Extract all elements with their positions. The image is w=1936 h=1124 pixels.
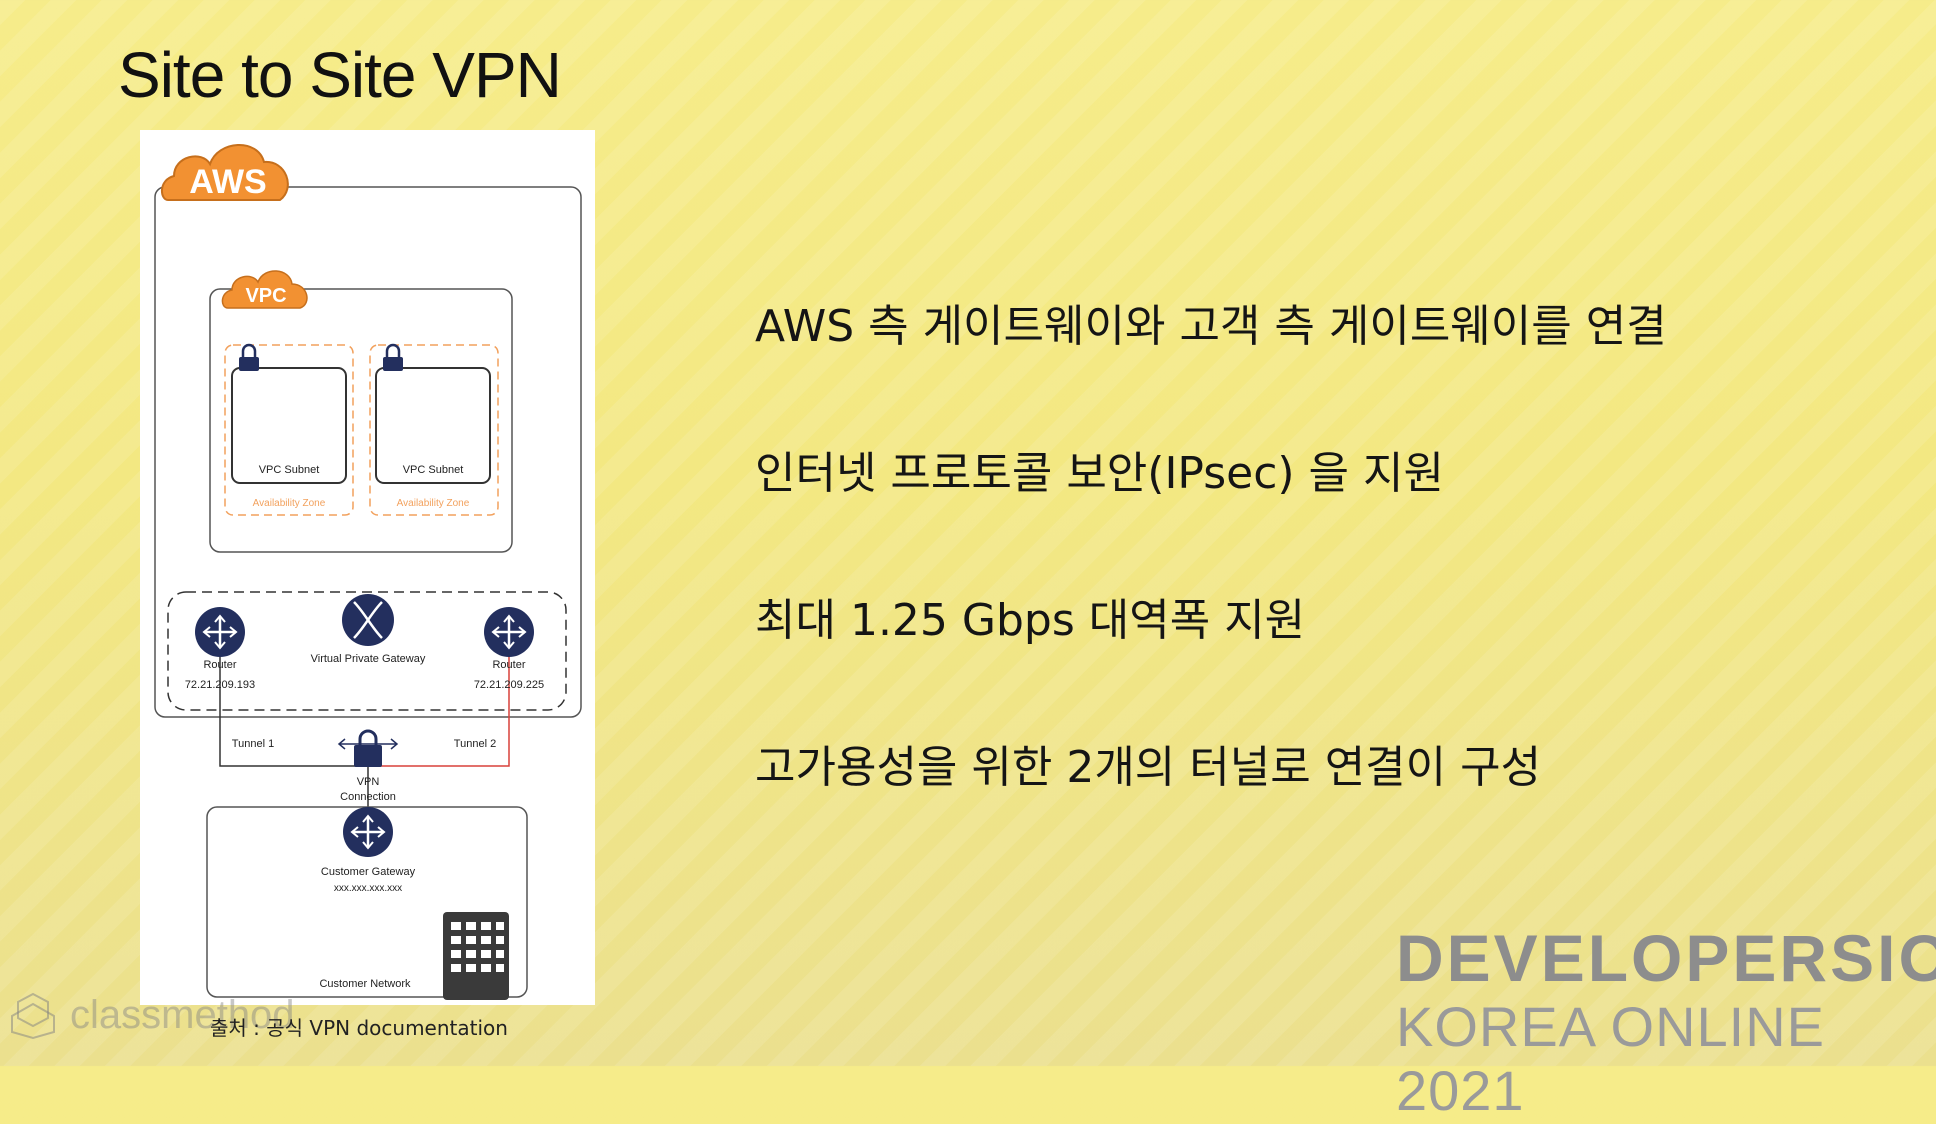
vpc-box <box>209 288 513 553</box>
vpn-connection-label-1: VPN <box>357 776 380 788</box>
tunnel-2-label: Tunnel 2 <box>454 738 496 750</box>
availability-zone-box-1 <box>224 344 354 516</box>
brand-line-2: KOREA ONLINE 2021 <box>1396 995 1826 1123</box>
tunnel-2-line <box>368 655 510 767</box>
vpc-cloud-icon <box>221 270 308 309</box>
tunnel-1-line <box>219 655 368 767</box>
source-caption: 출처 : 공식 VPN documentation <box>210 1016 508 1040</box>
vpn-connection-lock-icon <box>337 729 399 767</box>
classmethod-watermark: classmethod <box>8 990 295 1040</box>
subnet-label-1: VPC Subnet <box>259 464 320 476</box>
building-icon <box>443 912 509 1000</box>
vpn-diagram-svg: AWS VPC VPC Subnet VPC Subnet Availabili… <box>154 144 582 1000</box>
customer-gateway-icon <box>343 807 393 857</box>
router-right-ip: 72.21.209.225 <box>474 679 544 691</box>
router-left-ip: 72.21.209.193 <box>185 679 255 691</box>
vpc-subnet-box-1 <box>231 367 347 484</box>
router-right-icon <box>484 607 534 657</box>
bullet-item: 인터넷 프로토콜 보안(IPsec) 을 지원 <box>755 448 1444 499</box>
router-left-label: Router <box>203 659 236 671</box>
event-branding: DEVELOPERSIO KOREA ONLINE 2021 <box>1396 925 1936 1124</box>
vpn-diagram: AWS VPC VPC Subnet VPC Subnet Availabili… <box>140 130 595 1005</box>
virtual-private-gateway-icon <box>342 594 394 646</box>
gateway-region-box <box>167 591 567 711</box>
subnet-lock-icon <box>383 343 403 371</box>
vpg-label: Virtual Private Gateway <box>311 653 426 665</box>
subnet-lock-icon <box>239 343 259 371</box>
bullet-list: AWS 측 게이트웨이와 고객 측 게이트웨이를 연결 인터넷 프로토콜 보안(… <box>755 290 1667 878</box>
vpc-subnet-box-2 <box>375 367 491 484</box>
zone-label-2: Availability Zone <box>397 498 470 509</box>
aws-region-box <box>154 186 582 718</box>
customer-gateway-ip: xxx.xxx.xxx.xxx <box>334 883 402 894</box>
bullet-item: 최대 1.25 Gbps 대역폭 지원 <box>755 595 1306 646</box>
classmethod-logo-icon <box>11 992 55 1040</box>
availability-zone-box-2 <box>369 344 499 516</box>
vpc-label: VPC <box>245 285 286 307</box>
aws-label: AWS <box>189 163 266 201</box>
subnet-label-2: VPC Subnet <box>403 464 464 476</box>
customer-gateway-label: Customer Gateway <box>321 866 416 878</box>
watermark-text: classmethod <box>70 992 295 1037</box>
router-left-icon <box>195 607 245 657</box>
zone-label-1: Availability Zone <box>253 498 326 509</box>
router-right-label: Router <box>492 659 525 671</box>
customer-network-label: Customer Network <box>319 978 411 990</box>
bullet-item: AWS 측 게이트웨이와 고객 측 게이트웨이를 연결 <box>755 301 1667 352</box>
aws-cloud-icon <box>161 144 289 201</box>
tunnel-1-label: Tunnel 1 <box>232 738 274 750</box>
slide-title: Site to Site VPN <box>118 39 562 111</box>
customer-network-box <box>206 806 528 998</box>
vpn-connection-label-2: Connection <box>340 791 396 803</box>
brand-line-1: DEVELOPERSIO <box>1396 921 1936 995</box>
bullet-item: 고가용성을 위한 2개의 터널로 연결이 구성 <box>755 742 1542 793</box>
